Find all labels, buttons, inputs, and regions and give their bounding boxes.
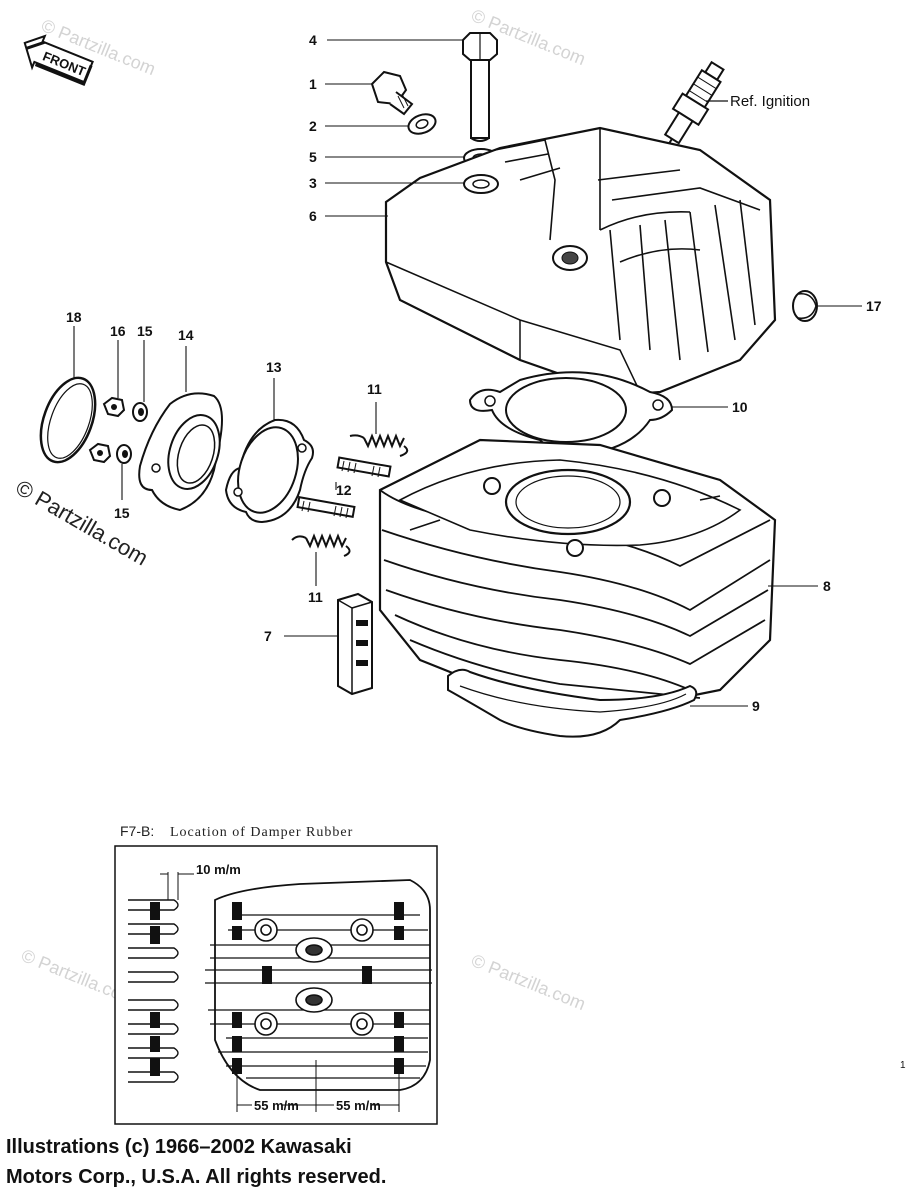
exhaust-gasket-part xyxy=(224,418,314,524)
callout-10: 10 xyxy=(732,399,748,415)
inset-caption: F7-B: Location of Damper Rubber xyxy=(120,823,353,840)
dim-55mm-left: 55 m/m xyxy=(254,1098,299,1113)
callout-5: 5 xyxy=(309,149,317,165)
small-bolt-part xyxy=(370,70,414,116)
callout-numbers: 4 1 2 5 3 6 17 10 8 9 7 11 11 12 13 14 1… xyxy=(66,32,882,714)
page-marker: 1 xyxy=(900,1060,906,1071)
damper-rubber-part xyxy=(337,592,373,696)
exhaust-flange-part xyxy=(138,392,223,512)
spring-lower-part xyxy=(291,533,351,557)
stud-lower-part xyxy=(296,496,356,519)
callout-1: 1 xyxy=(309,76,317,92)
cylinder-part xyxy=(378,438,777,708)
callout-15-upper: 15 xyxy=(137,323,153,339)
callout-11-lower: 11 xyxy=(308,589,323,605)
callout-18: 18 xyxy=(66,309,82,325)
copyright-line-1: Illustrations (c) 1966–2002 Kawasaki xyxy=(6,1136,352,1158)
callout-12: 12 xyxy=(336,482,352,498)
inset-fin-stubs: 10 m/m xyxy=(128,862,241,1083)
watermark-partzilla-large: © Partzilla.com xyxy=(12,475,153,571)
head-gasket-part xyxy=(468,371,674,465)
ring-gasket-part xyxy=(39,376,97,464)
nut-lower-part xyxy=(88,442,112,464)
inset-caption-text: Location of Damper Rubber xyxy=(170,825,353,840)
inset-caption-prefix: F7-B: xyxy=(120,823,154,839)
callout-17: 17 xyxy=(866,298,882,314)
callout-15-lower: 15 xyxy=(114,505,130,521)
spark-plug-part xyxy=(663,60,725,150)
callout-6: 6 xyxy=(309,208,317,224)
dim-10mm: 10 m/m xyxy=(196,862,241,877)
cylinder-head-part xyxy=(384,126,777,397)
callout-16: 16 xyxy=(110,323,126,339)
callout-14: 14 xyxy=(178,327,194,343)
ref-ignition-label: Ref. Ignition xyxy=(730,93,810,110)
nut-upper-part xyxy=(102,396,126,418)
bolt-part xyxy=(462,32,498,142)
callout-9: 9 xyxy=(752,698,760,714)
cap-part xyxy=(792,290,818,322)
callout-3: 3 xyxy=(309,175,317,191)
copyright-line-2: Motors Corp., U.S.A. All rights reserved… xyxy=(6,1166,387,1188)
inset-bolt-holes xyxy=(254,918,374,1036)
washer-15-lower-part xyxy=(116,444,132,464)
stud-upper-part xyxy=(336,456,392,478)
callout-11-upper: 11 xyxy=(367,381,382,397)
base-gasket-part xyxy=(447,668,698,738)
callout-4: 4 xyxy=(309,32,317,48)
dim-55mm-right: 55 m/m xyxy=(336,1098,381,1113)
inset-dimension-lines xyxy=(236,1060,400,1112)
spring-upper-part xyxy=(349,433,409,457)
watermark-bottom-mid: © Partzilla.com xyxy=(469,950,589,1014)
callout-7: 7 xyxy=(264,628,272,644)
callout-8: 8 xyxy=(823,578,831,594)
callout-13: 13 xyxy=(266,359,282,375)
leader-lines xyxy=(73,39,862,707)
callout-2: 2 xyxy=(309,118,317,134)
washer-15-upper-part xyxy=(132,402,148,422)
damper-location-inset: 10 m/m xyxy=(114,845,438,1125)
